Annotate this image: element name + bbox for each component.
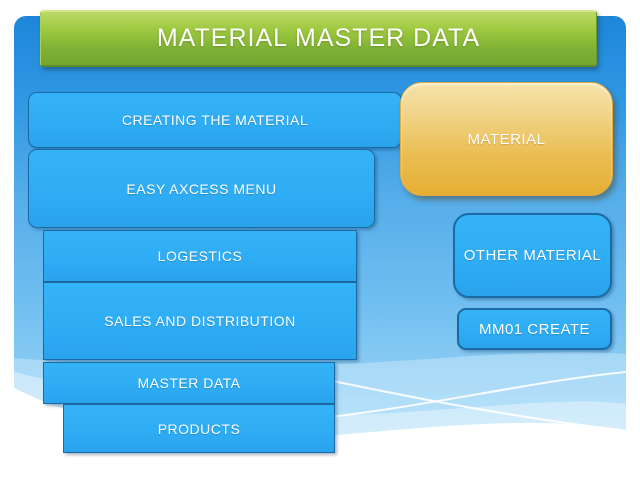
flow-step-products: PRODUCTS [63, 404, 335, 453]
node-label: OTHER MATERIAL [463, 247, 602, 264]
flow-step-label: PRODUCTS [157, 420, 241, 437]
material-highlight-node: MATERIAL [400, 82, 613, 196]
flow-step-sales-and-distribution: SALES AND DISTRIBUTION [43, 282, 357, 360]
flow-step-creating-the-material: CREATING THE MATERIAL [28, 92, 402, 148]
flow-step-logestics: LOGESTICS [43, 230, 357, 282]
slide-title-bar: MATERIAL MASTER DATA [40, 10, 597, 67]
flow-step-master-data: MASTER DATA [43, 362, 335, 404]
node-label: MM01 CREATE [478, 320, 591, 338]
mm01-create-node: MM01 CREATE [457, 308, 612, 350]
other-material-node: OTHER MATERIAL [453, 213, 612, 298]
slide-title-text: MATERIAL MASTER DATA [156, 24, 481, 52]
flow-step-label: LOGESTICS [157, 248, 243, 264]
flow-step-label: SALES AND DISTRIBUTION [104, 313, 296, 329]
flow-step-label: MASTER DATA [137, 375, 241, 391]
flow-step-label: CREATING THE MATERIAL [121, 112, 309, 128]
flow-step-label: EASY AXCESS MENU [126, 180, 277, 197]
flow-step-easy-axcess-menu: EASY AXCESS MENU [28, 149, 375, 228]
node-label: MATERIAL [467, 130, 546, 148]
